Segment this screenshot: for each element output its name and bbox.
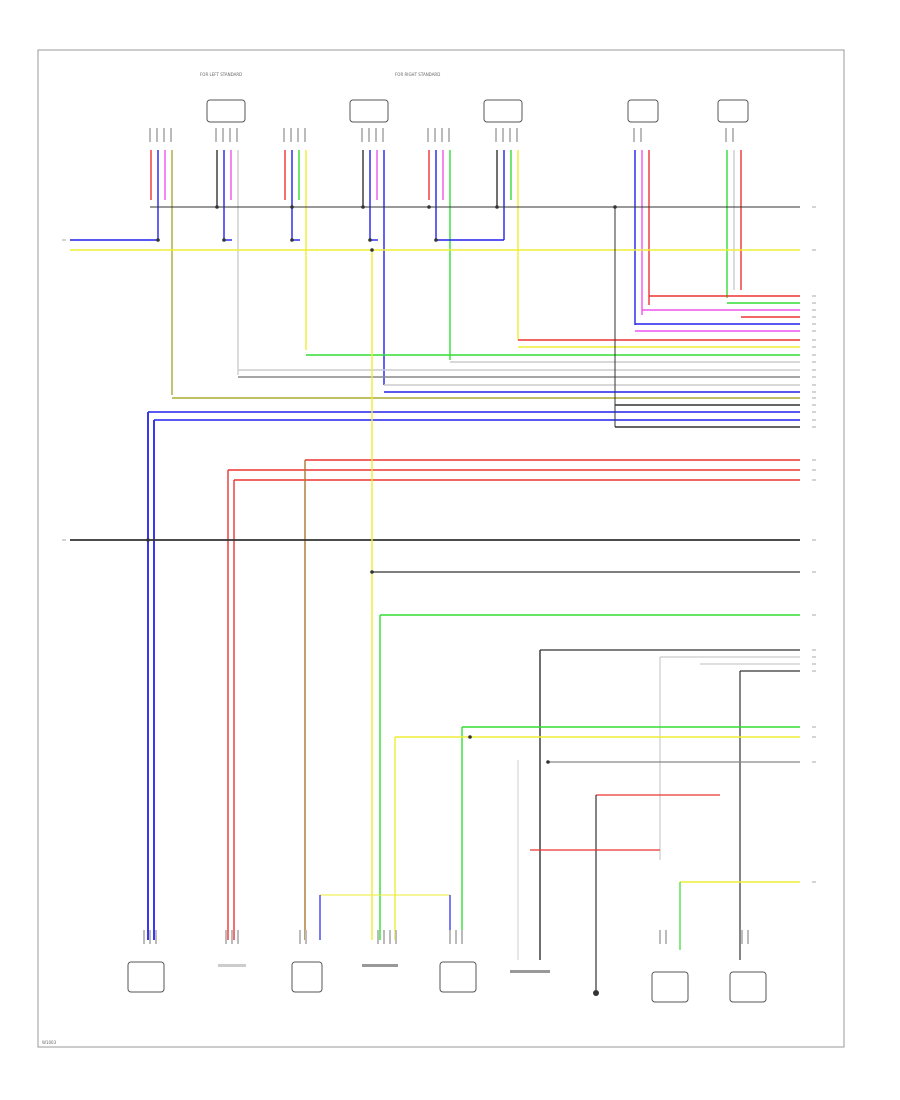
splice-dot-icon (495, 205, 499, 209)
page-id: W1003 (42, 1040, 57, 1045)
splice-dot-icon (546, 760, 550, 764)
top-connector-pin (502, 128, 504, 142)
bottom-component-front-left-sensor (127, 961, 165, 993)
bottom-connector-pin (455, 930, 457, 944)
bottom-component-front-right-sensor (439, 961, 477, 993)
top-connector-pin (640, 128, 642, 142)
splice-dot-icon (146, 538, 150, 542)
bottom-connector-pin (665, 930, 667, 944)
ground-icon (593, 990, 599, 996)
wire-layer (70, 150, 800, 990)
splice-dot-icon (427, 205, 431, 209)
bottom-connector-pin (383, 930, 385, 944)
bottom-connector-pin (395, 930, 397, 944)
top-component-switch-a (627, 99, 659, 123)
top-connector-pin (229, 128, 231, 142)
bottom-connector-pin (747, 930, 749, 944)
top-connector-pin (304, 128, 306, 142)
bottom-connector-right (510, 970, 550, 973)
top-connector-pin (156, 128, 158, 142)
header-group-left: FOR LEFT STANDARD (200, 72, 242, 77)
bottom-connector-pin (305, 930, 307, 944)
top-connector-pin (290, 128, 292, 142)
top-connector-pin (170, 128, 172, 142)
bottom-connector-center (362, 964, 398, 967)
splice-dot-icon (290, 205, 294, 209)
splice-dot-icon (361, 205, 365, 209)
top-component-right-sensor-a (349, 99, 389, 123)
bottom-connector-pin (741, 930, 743, 944)
splice-dot-icon (368, 238, 372, 242)
bottom-component-relay-b (729, 971, 767, 1003)
splice-dot-icon (370, 248, 374, 252)
top-connector-pin (509, 128, 511, 142)
top-connector-pin (427, 128, 429, 142)
top-connector-pin (368, 128, 370, 142)
bottom-component-buzzer (291, 961, 323, 993)
bottom-component-relay-a (651, 971, 689, 1003)
splice-dot-icon (222, 238, 226, 242)
bottom-connector-pin (237, 930, 239, 944)
bottom-connector-pin (155, 930, 157, 944)
splice-dot-icon (156, 238, 160, 242)
bottom-connector-pin (461, 930, 463, 944)
splice-dot-icon (468, 735, 472, 739)
bottom-connector-pin (143, 930, 145, 944)
diagram-frame (37, 49, 845, 1048)
top-connector-pin (297, 128, 299, 142)
top-connector-pin (375, 128, 377, 142)
top-component-switch-b (717, 99, 749, 123)
bottom-connector-pin (225, 930, 227, 944)
top-connector-pin (149, 128, 151, 142)
bottom-connector-pin (377, 930, 379, 944)
top-component-left-sensor (206, 99, 246, 123)
splice-dot-icon (434, 238, 438, 242)
top-connector-pin (441, 128, 443, 142)
splice-dot-icon (215, 205, 219, 209)
top-connector-pin (163, 128, 165, 142)
splice-dot-icon (290, 238, 294, 242)
bottom-connector-pin (389, 930, 391, 944)
top-connector-pin (283, 128, 285, 142)
top-connector-pin (222, 128, 224, 142)
bottom-connector-pin (659, 930, 661, 944)
header-group-right: FOR RIGHT STANDARD (395, 72, 440, 77)
top-connector-pin (448, 128, 450, 142)
bottom-connector-pin (449, 930, 451, 944)
top-connector-pin (633, 128, 635, 142)
splice-dot-icon (370, 570, 374, 574)
top-connector-pin (236, 128, 238, 142)
bottom-connector-pin (299, 930, 301, 944)
top-connector-pin (382, 128, 384, 142)
top-connector-pin (732, 128, 734, 142)
top-connector-pin (361, 128, 363, 142)
bottom-connector-pin (149, 930, 151, 944)
top-connector-pin (434, 128, 436, 142)
top-connector-pin (215, 128, 217, 142)
top-connector-pin (725, 128, 727, 142)
bottom-connector-pin (231, 930, 233, 944)
top-connector-pin (495, 128, 497, 142)
component-layer (62, 99, 816, 1003)
top-component-right-sensor-b (483, 99, 523, 123)
top-connector-pin (516, 128, 518, 142)
bottom-connector-left (218, 964, 246, 967)
